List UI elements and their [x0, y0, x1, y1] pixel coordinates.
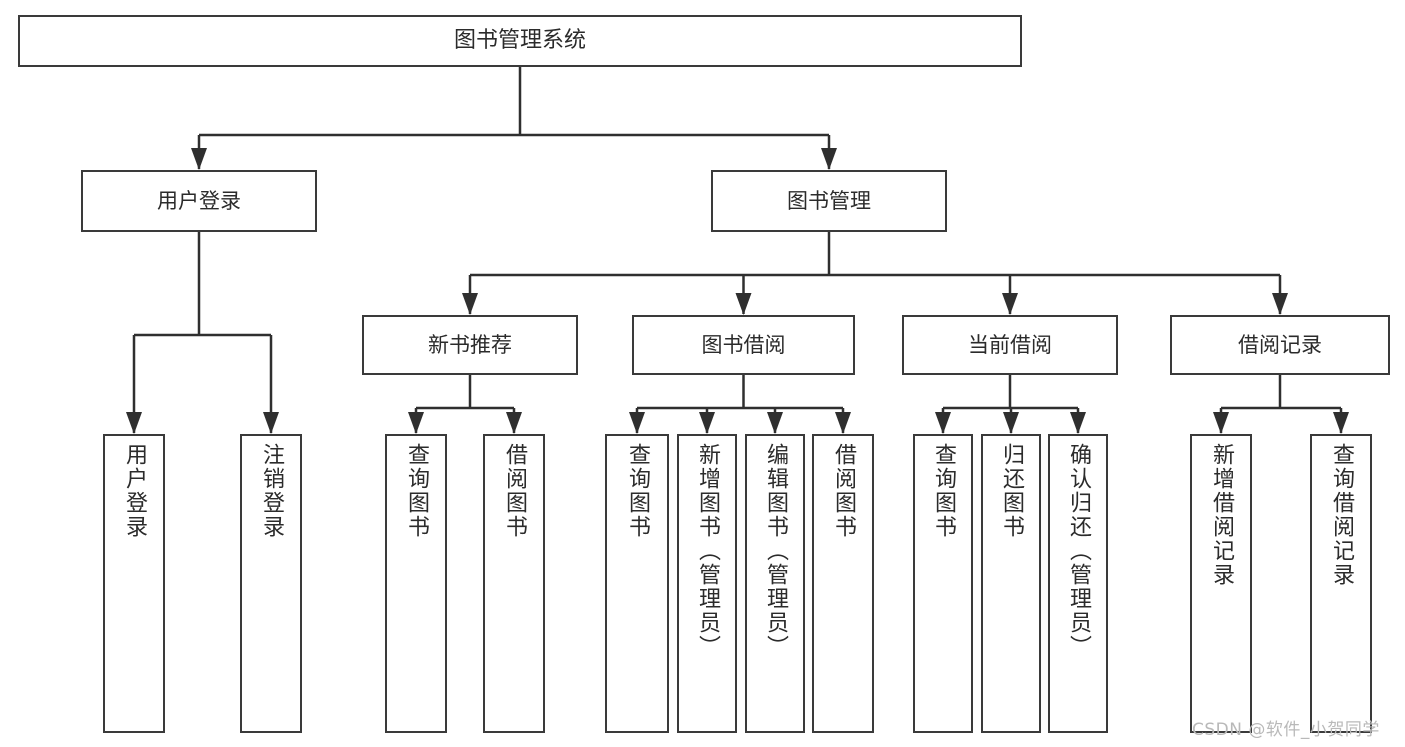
node-leaf-new_book-0[interactable]: 查询图书	[385, 434, 447, 733]
node-root[interactable]: 图书管理系统	[18, 15, 1022, 67]
node-level2-1[interactable]: 图书管理	[711, 170, 947, 232]
node-leaf-new_book-1-label: 借阅图书	[502, 443, 527, 539]
node-level3-3-label: 借阅记录	[1238, 332, 1322, 357]
node-leaf-user_login-0[interactable]: 用户登录	[103, 434, 165, 733]
node-level3-3[interactable]: 借阅记录	[1170, 315, 1390, 375]
node-leaf-current_borrow-2-label: 确认归还（管理员）	[1066, 443, 1091, 659]
node-leaf-borrow_record-1-label: 查询借阅记录	[1329, 443, 1354, 587]
node-leaf-book_borrow-1[interactable]: 新增图书（管理员）	[677, 434, 737, 733]
node-level2-0-label: 用户登录	[157, 188, 241, 213]
node-leaf-borrow_record-0-label: 新增借阅记录	[1209, 443, 1234, 587]
node-leaf-current_borrow-0-label: 查询图书	[931, 443, 956, 539]
node-leaf-book_borrow-1-label: 新增图书（管理员）	[695, 443, 720, 659]
node-leaf-user_login-0-label: 用户登录	[122, 443, 147, 539]
node-level3-0[interactable]: 新书推荐	[362, 315, 578, 375]
node-leaf-book_borrow-0[interactable]: 查询图书	[605, 434, 669, 733]
node-level2-1-label: 图书管理	[787, 188, 871, 213]
node-leaf-new_book-0-label: 查询图书	[404, 443, 429, 539]
node-leaf-current_borrow-1-label: 归还图书	[999, 443, 1024, 539]
node-leaf-book_borrow-0-label: 查询图书	[625, 443, 650, 539]
node-level3-1[interactable]: 图书借阅	[632, 315, 855, 375]
node-leaf-user_login-1[interactable]: 注销登录	[240, 434, 302, 733]
node-leaf-current_borrow-0[interactable]: 查询图书	[913, 434, 973, 733]
node-leaf-new_book-1[interactable]: 借阅图书	[483, 434, 545, 733]
node-level2-0[interactable]: 用户登录	[81, 170, 317, 232]
node-leaf-current_borrow-1[interactable]: 归还图书	[981, 434, 1041, 733]
node-level3-0-label: 新书推荐	[428, 332, 512, 357]
node-root-label: 图书管理系统	[453, 28, 586, 54]
watermark-label: CSDN @软件_小贺同学	[1192, 720, 1380, 740]
node-leaf-user_login-1-label: 注销登录	[259, 443, 284, 539]
node-level3-2[interactable]: 当前借阅	[902, 315, 1118, 375]
node-leaf-book_borrow-2[interactable]: 编辑图书（管理员）	[745, 434, 805, 733]
node-leaf-current_borrow-2[interactable]: 确认归还（管理员）	[1048, 434, 1108, 733]
node-level3-2-label: 当前借阅	[968, 332, 1052, 357]
node-leaf-book_borrow-3[interactable]: 借阅图书	[812, 434, 874, 733]
node-level3-1-label: 图书借阅	[701, 332, 786, 357]
node-leaf-borrow_record-0[interactable]: 新增借阅记录	[1190, 434, 1252, 733]
node-leaf-book_borrow-2-label: 编辑图书（管理员）	[763, 443, 788, 659]
node-leaf-borrow_record-1[interactable]: 查询借阅记录	[1310, 434, 1372, 733]
node-leaf-book_borrow-3-label: 借阅图书	[831, 443, 856, 539]
